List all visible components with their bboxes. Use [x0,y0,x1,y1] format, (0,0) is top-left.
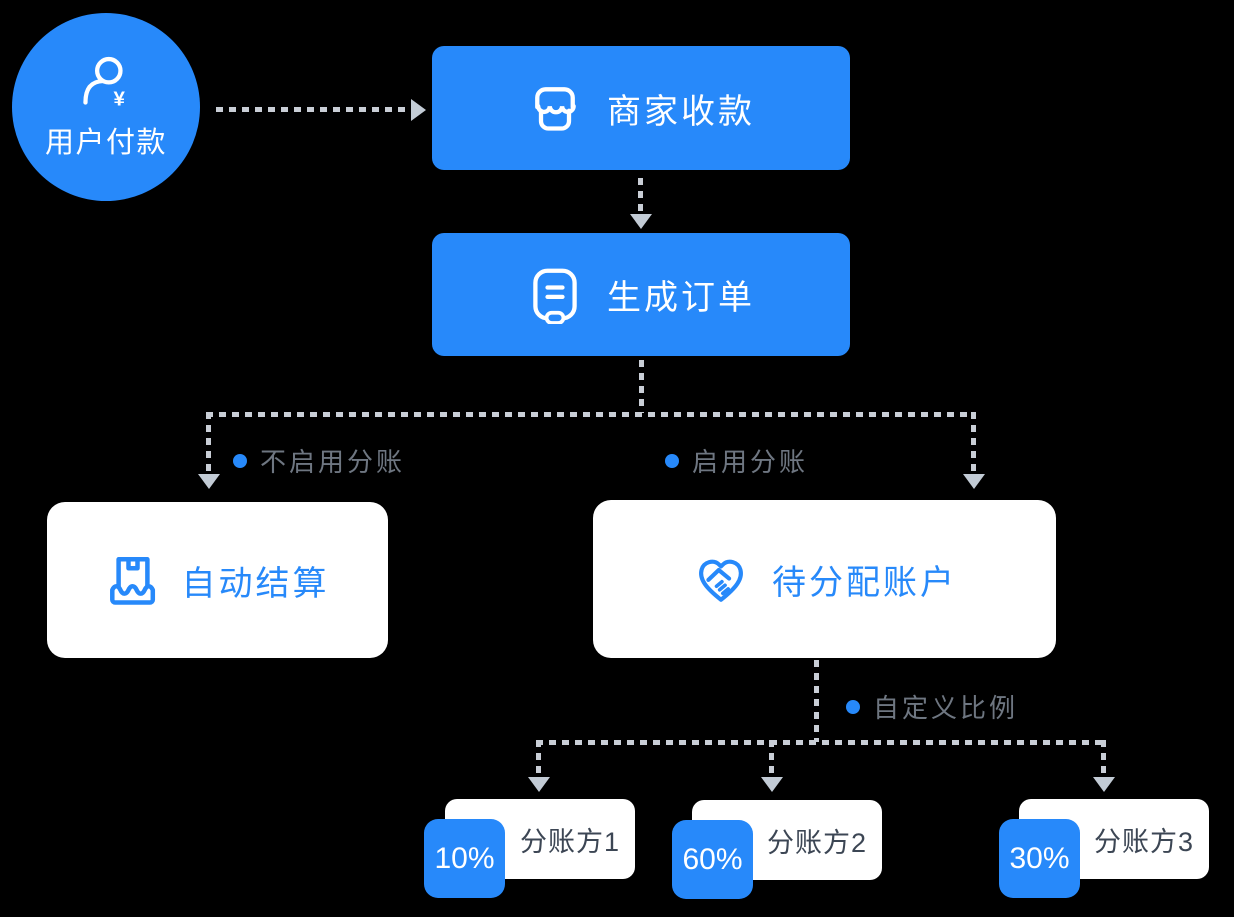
bullet-dot-icon [665,453,679,468]
connector-branch-pending [971,412,976,474]
storefront-icon [535,87,576,131]
split-label: 启用分账 [692,447,809,477]
connector-pending-ratio [814,660,819,742]
auto-settlement-node: 自动结算 [47,502,388,658]
recipient-3-percent: 30% [1009,841,1070,875]
branch-label-split: 启用分账 [665,442,808,479]
branch-line-top [206,412,976,417]
arrowhead-down-icon [761,777,783,792]
svg-text:¥: ¥ [113,87,125,109]
arrowhead-down-icon [630,214,652,229]
merchant-collect-node: 商家收款 [432,46,850,170]
recipient-3-label: 分账方3 [1093,826,1195,857]
recipient-1-percent-badge: 10% [424,819,505,898]
branch-label-custom-ratio: 自定义比例 [846,688,1018,725]
user-payment-label: 用户付款 [44,127,167,159]
recipient-2-label: 分账方2 [766,827,868,858]
no-split-label: 不启用分账 [260,447,406,477]
connector-order-branch [639,360,644,413]
branch-label-no-split: 不启用分账 [233,442,405,479]
merchant-collect-label: 商家收款 [607,92,755,131]
connector-user-merchant [216,107,412,112]
recipient-1-label: 分账方1 [519,826,621,857]
connector-recipient-2 [769,740,774,778]
user-yen-icon: ¥ [83,56,125,109]
bullet-dot-icon [233,453,247,468]
custom-ratio-label: 自定义比例 [873,693,1019,723]
heart-handshake-icon [699,559,743,602]
arrowhead-down-icon [1093,777,1115,792]
arrowhead-down-icon [528,777,550,792]
bullet-dot-icon [846,699,860,714]
recipient-3-percent-badge: 30% [999,819,1080,898]
auto-settlement-label: 自动结算 [181,564,330,603]
generate-order-label: 生成订单 [607,279,755,317]
user-payment-node: ¥ 用户付款 [12,13,200,201]
recipient-2-percent-badge: 60% [672,820,753,899]
pending-account-label: 待分配账户 [772,563,957,602]
generate-order-node: 生成订单 [432,233,850,356]
order-receipt-icon [533,268,577,324]
connector-merchant-order [638,178,643,215]
arrowhead-down-icon [198,474,220,489]
pending-account-node: 待分配账户 [593,500,1056,658]
recipient-2-percent: 60% [682,842,743,876]
settlement-box-icon [109,557,155,605]
connector-recipient-3 [1101,740,1106,778]
connector-recipient-1 [536,740,541,778]
arrowhead-down-icon [963,474,985,489]
branch-line-bottom [536,740,1104,745]
recipient-1-percent: 10% [434,841,495,875]
arrowhead-right-icon [411,99,426,121]
connector-branch-settle [206,412,211,474]
